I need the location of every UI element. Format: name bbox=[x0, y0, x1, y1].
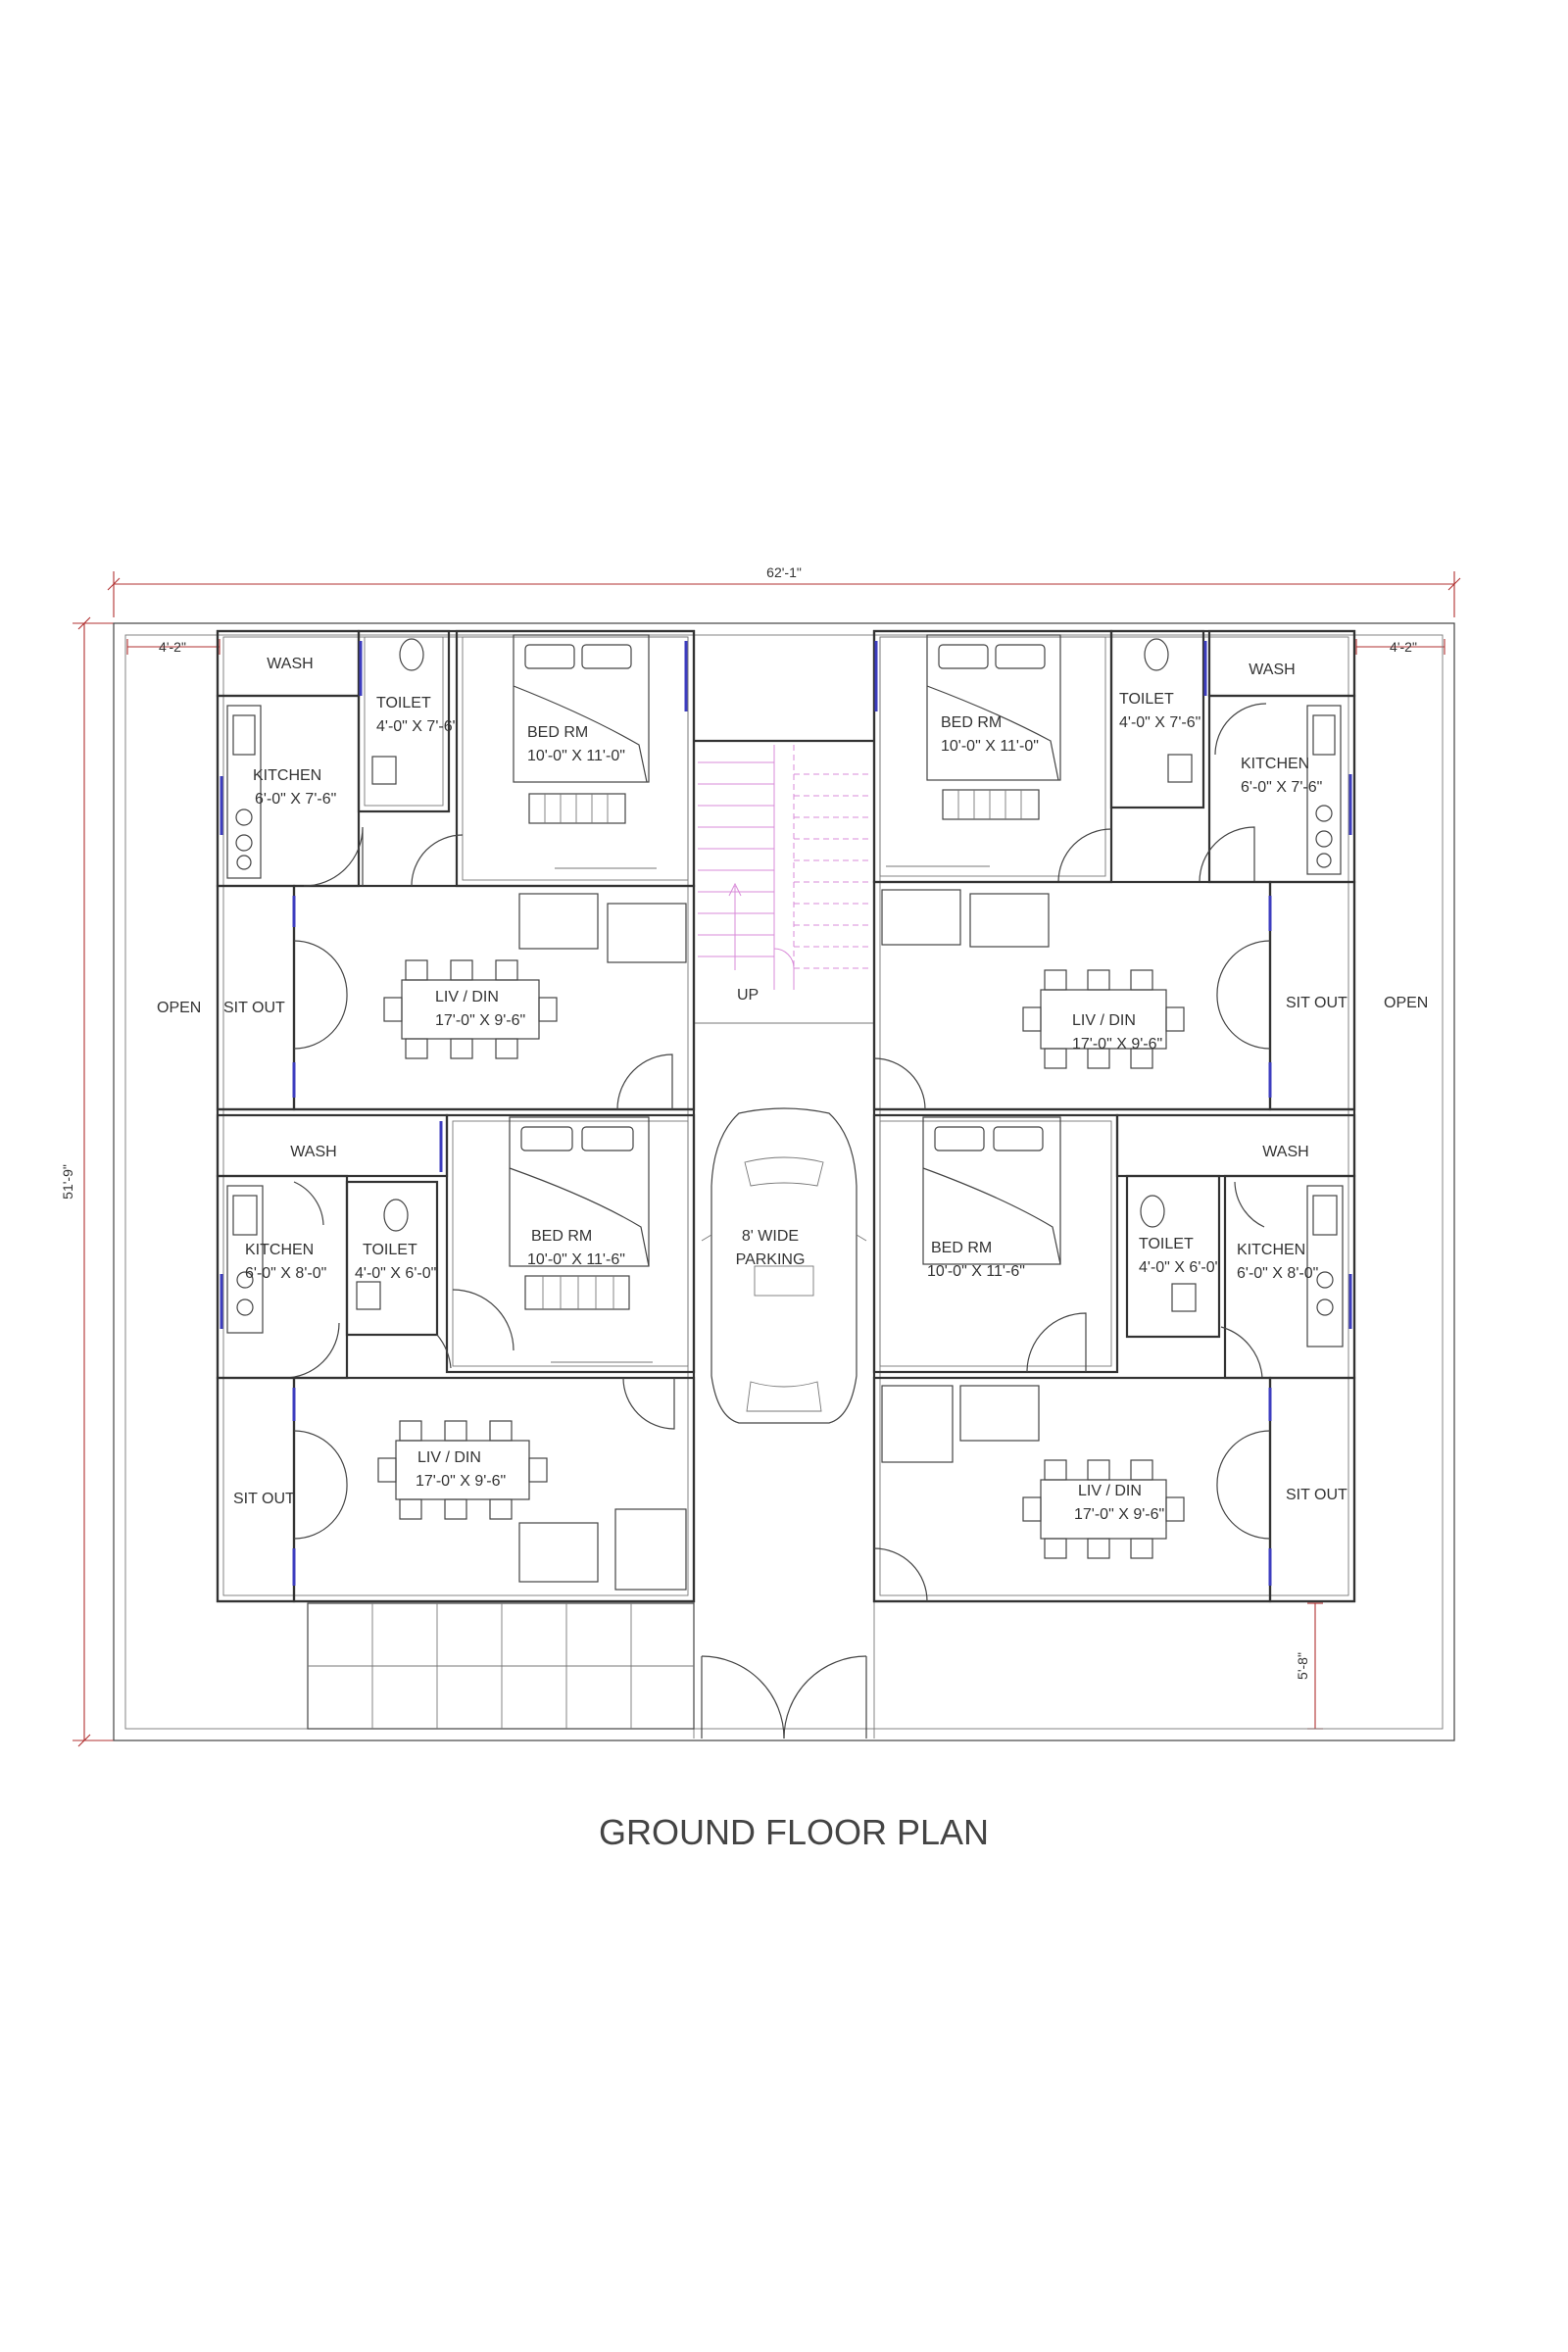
unit-bottom-right bbox=[872, 1113, 1356, 1603]
overall-width-label: 62'-1" bbox=[766, 564, 802, 580]
bed-br-label: BED RM bbox=[931, 1240, 992, 1256]
bed-br-size: 10'-0" X 11'-6" bbox=[927, 1263, 1025, 1280]
dimension-top-overall: 62'-1" bbox=[107, 564, 1461, 617]
sitout-bl-label: SIT OUT bbox=[233, 1491, 295, 1507]
room-labels: WASH TOILET 4'-0" X 7'-6" BED RM 10'-0" … bbox=[157, 656, 1428, 1523]
livdin-br-label: LIV / DIN bbox=[1078, 1483, 1142, 1499]
unit-bottom-left bbox=[216, 1113, 696, 1603]
wash-tr-label: WASH bbox=[1249, 662, 1295, 678]
left-open-width-label: 4'-2" bbox=[159, 639, 186, 655]
toilet-tl-label: TOILET bbox=[376, 695, 431, 711]
dimension-left-overall: 51'-9" bbox=[60, 616, 118, 1747]
dimension-left-open: 4'-2" bbox=[126, 639, 220, 655]
main-gate bbox=[701, 1655, 867, 1740]
dimension-right-open: 4'-2" bbox=[1355, 639, 1446, 655]
open-right-label: OPEN bbox=[1384, 995, 1428, 1011]
livdin-tr-size: 17'-0" X 9'-6" bbox=[1072, 1036, 1162, 1053]
staircase bbox=[698, 745, 870, 990]
right-open-width-label: 4'-2" bbox=[1390, 639, 1417, 655]
wash-tl-label: WASH bbox=[267, 656, 313, 672]
toilet-tr-label: TOILET bbox=[1119, 691, 1174, 708]
toilet-tr-size: 4'-0" X 7'-6" bbox=[1119, 714, 1200, 731]
toilet-br-label: TOILET bbox=[1139, 1236, 1194, 1252]
unit-top-right bbox=[872, 629, 1356, 1111]
kitchen-bl-label: KITCHEN bbox=[245, 1242, 314, 1258]
livdin-tr-label: LIV / DIN bbox=[1072, 1012, 1136, 1029]
sitout-tr-label: SIT OUT bbox=[1286, 995, 1348, 1011]
bed-tr-size: 10'-0" X 11'-0" bbox=[941, 738, 1039, 755]
toilet-bl-size: 4'-0" X 6'-0" bbox=[355, 1265, 436, 1282]
stair-up-label: UP bbox=[737, 987, 759, 1004]
bed-bl-size: 10'-0" X 11'-6" bbox=[527, 1251, 625, 1268]
front-setback-label: 5'-8" bbox=[1295, 1652, 1310, 1680]
bed-tr-label: BED RM bbox=[941, 714, 1002, 731]
toilet-bl-label: TOILET bbox=[363, 1242, 417, 1258]
wash-bl-label: WASH bbox=[290, 1144, 336, 1160]
parking-label-2: PARKING bbox=[736, 1251, 806, 1268]
bed-tl-label: BED RM bbox=[527, 724, 588, 741]
sitout-tl-label: SIT OUT bbox=[223, 1000, 285, 1016]
dimension-front-setback: 5'-8" bbox=[1295, 1602, 1323, 1730]
plan-title: GROUND FLOOR PLAN bbox=[599, 1812, 989, 1852]
plot-boundary bbox=[113, 622, 1455, 1741]
overall-depth-label: 51'-9" bbox=[60, 1164, 75, 1200]
toilet-tl-size: 4'-0" X 7'-6" bbox=[376, 718, 458, 735]
kitchen-tl-size: 6'-0" X 7'-6" bbox=[255, 791, 336, 808]
unit-top-left bbox=[216, 629, 696, 1111]
livdin-bl-label: LIV / DIN bbox=[417, 1449, 481, 1466]
kitchen-tr-size: 6'-0" X 7'-6" bbox=[1241, 779, 1322, 796]
kitchen-br-size: 6'-0" X 8'-0" bbox=[1237, 1265, 1318, 1282]
bed-tl-size: 10'-0" X 11'-0" bbox=[527, 748, 625, 764]
kitchen-br-label: KITCHEN bbox=[1237, 1242, 1305, 1258]
building-walls bbox=[216, 629, 1356, 1739]
livdin-bl-size: 17'-0" X 9'-6" bbox=[416, 1473, 506, 1490]
kitchen-tr-label: KITCHEN bbox=[1241, 756, 1309, 772]
open-left-label: OPEN bbox=[157, 1000, 201, 1016]
wash-br-label: WASH bbox=[1262, 1144, 1308, 1160]
livdin-tl-size: 17'-0" X 9'-6" bbox=[435, 1012, 525, 1029]
bed-bl-label: BED RM bbox=[531, 1228, 592, 1245]
toilet-br-size: 4'-0" X 6'-0" bbox=[1139, 1259, 1220, 1276]
parking-label-1: 8' WIDE bbox=[742, 1228, 799, 1245]
car-icon bbox=[701, 1107, 867, 1424]
sitout-br-label: SIT OUT bbox=[1286, 1487, 1348, 1503]
front-paving-grid bbox=[307, 1602, 695, 1730]
kitchen-tl-label: KITCHEN bbox=[253, 767, 321, 784]
livdin-tl-label: LIV / DIN bbox=[435, 989, 499, 1005]
livdin-br-size: 17'-0" X 9'-6" bbox=[1074, 1506, 1164, 1523]
kitchen-bl-size: 6'-0" X 8'-0" bbox=[245, 1265, 326, 1282]
